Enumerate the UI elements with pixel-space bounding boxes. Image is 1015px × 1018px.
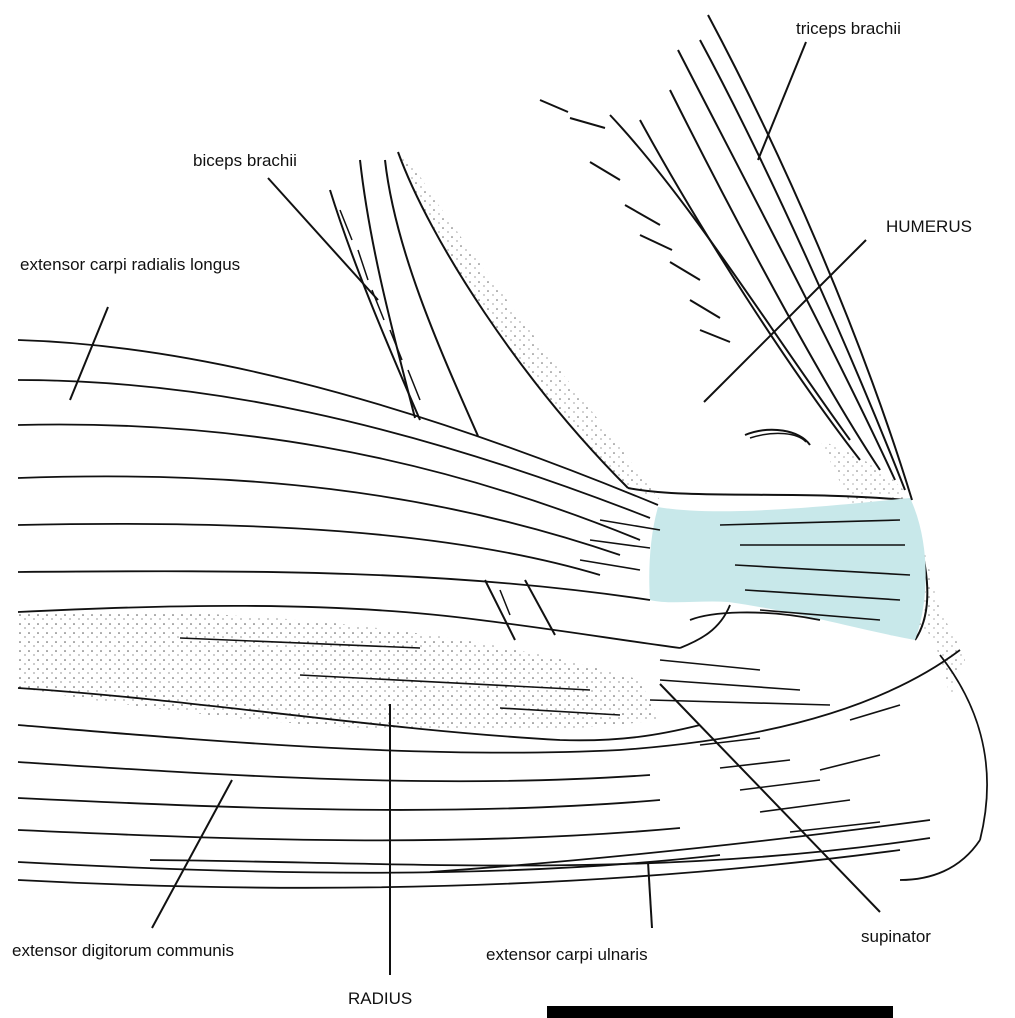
radius-stipple xyxy=(18,611,660,731)
label-supinator: supinator xyxy=(861,928,931,945)
label-extensor-carpi-radialis-longus: extensor carpi radialis longus xyxy=(20,256,240,273)
common-extensor-origin-highlight xyxy=(649,498,925,640)
leader-triceps xyxy=(758,42,806,160)
leader-supinator xyxy=(660,684,880,912)
label-biceps-brachii: biceps brachii xyxy=(193,152,297,169)
label-radius: RADIUS xyxy=(348,990,412,1007)
label-triceps-brachii: triceps brachii xyxy=(796,20,901,37)
leader-ecrl xyxy=(70,307,108,400)
leader-edc xyxy=(152,780,232,928)
leader-lines xyxy=(70,42,880,975)
scale-bar xyxy=(547,1006,893,1018)
triceps-dashes xyxy=(540,100,730,342)
ecu-dashes xyxy=(700,705,900,832)
leader-biceps xyxy=(268,178,378,300)
humerus-stipple xyxy=(398,152,660,500)
triceps-brachii-muscle xyxy=(610,15,912,500)
label-extensor-carpi-ulnaris: extensor carpi ulnaris xyxy=(486,946,648,963)
label-extensor-digitorum-communis: extensor digitorum communis xyxy=(12,942,234,959)
leader-ecu xyxy=(648,862,652,928)
label-humerus: HUMERUS xyxy=(886,218,972,235)
